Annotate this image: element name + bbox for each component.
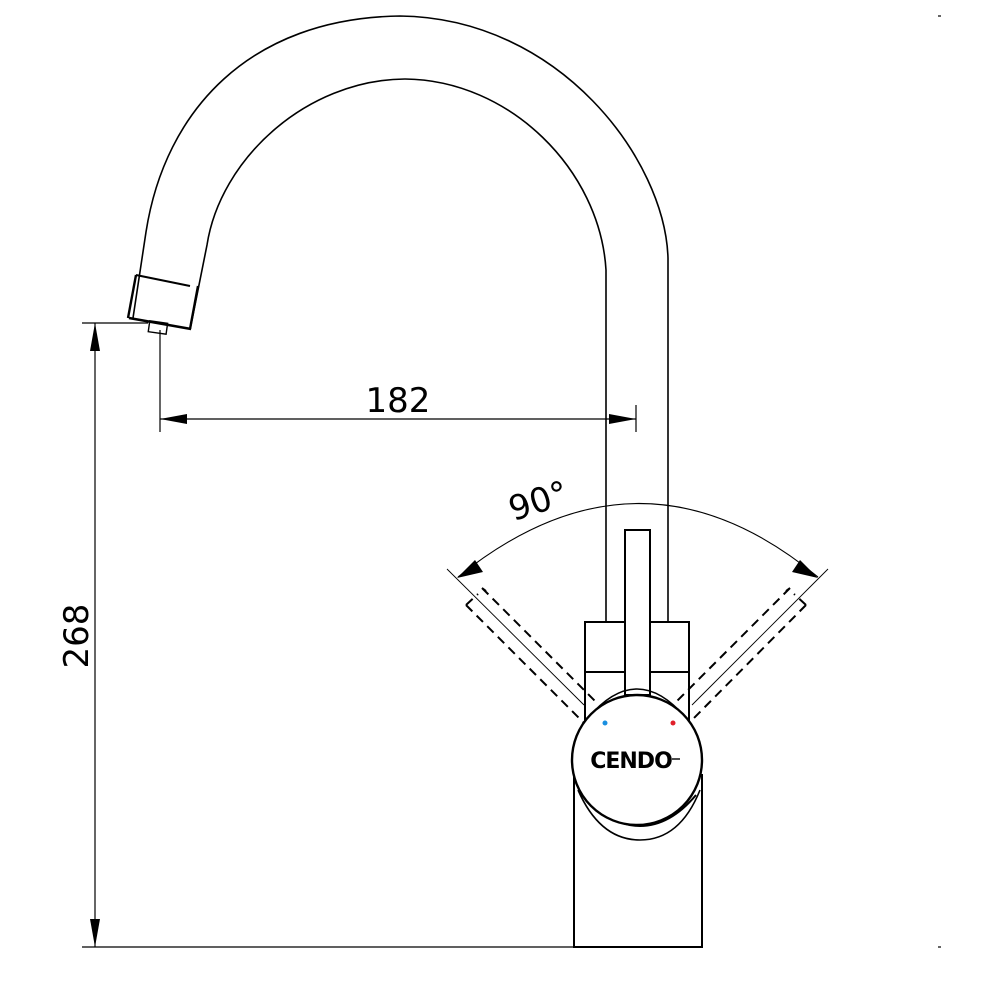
dimension-height bbox=[82, 322, 575, 948]
lever-handle bbox=[624, 529, 651, 696]
handle-alt-positions bbox=[465, 587, 807, 723]
dimension-angle bbox=[446, 503, 829, 706]
corner-marks bbox=[938, 15, 941, 948]
dimension-height-label: 268 bbox=[57, 604, 97, 669]
hot-indicator-icon bbox=[670, 720, 676, 726]
handle-cap bbox=[570, 693, 704, 827]
cold-indicator-icon bbox=[602, 720, 608, 726]
brand-logo: CENDO bbox=[590, 749, 672, 774]
dimension-angle-label: 90° bbox=[504, 473, 574, 530]
dimension-reach-label: 182 bbox=[366, 381, 431, 421]
spout-aerator bbox=[126, 274, 200, 335]
dimension-reach bbox=[159, 330, 637, 432]
spout bbox=[132, 15, 669, 622]
